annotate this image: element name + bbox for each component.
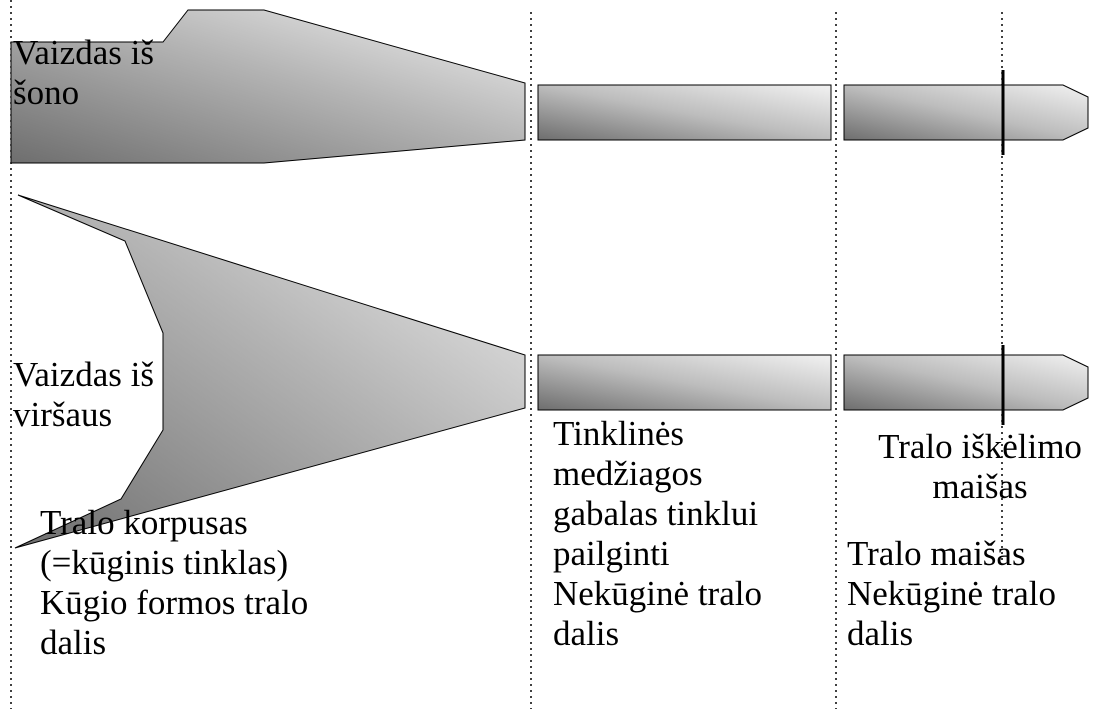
extension-piece-label-line-3: gabalas tinklui: [553, 494, 759, 533]
side-view-extension-piece: [537, 84, 832, 141]
side-view-label: Vaizdas iš šono: [13, 33, 154, 113]
trawl-body-label-line-4: dalis: [40, 623, 107, 662]
side-view-trawl-body: [10, 9, 526, 164]
top-view-label-line-1: Vaizdas iš: [13, 355, 154, 394]
lifting-bag-label-line-2: maišas: [932, 467, 1028, 506]
extension-piece-label-line-1: Tinklinės: [553, 414, 684, 453]
lifting-bag-label: Tralo iškėlimo maišas: [868, 427, 1092, 507]
codend-label: Tralo maišas Nekūginė tralo dalis: [847, 534, 1056, 654]
codend-label-line-1: Tralo maišas: [847, 534, 1026, 573]
codend-label-line-2: Nekūginė tralo: [847, 574, 1056, 613]
lifting-bag-label-line-1: Tralo iškėlimo: [878, 427, 1082, 466]
side-view-label-line-1: Vaizdas iš: [13, 33, 154, 72]
trawl-body-label-line-3: Kūgio formos tralo: [40, 583, 309, 622]
codend-label-line-3: dalis: [847, 614, 914, 653]
extension-piece-label-line-4: pailginti: [553, 534, 670, 573]
top-view-codend: [843, 354, 1089, 411]
extension-piece-label: Tinklinės medžiagos gabalas tinklui pail…: [553, 414, 762, 654]
extension-piece-label-line-6: dalis: [553, 614, 620, 653]
side-view-codend: [843, 84, 1089, 141]
extension-piece-label-line-2: medžiagos: [553, 454, 703, 493]
top-view-label: Vaizdas iš viršaus: [13, 355, 154, 435]
trawl-body-label-line-2: (=kūginis tinklas): [40, 543, 289, 582]
top-view-label-line-2: viršaus: [13, 395, 113, 434]
top-view-trawl-body: [14, 194, 526, 549]
trawl-body-label-line-1: Tralo korpusas: [40, 503, 248, 542]
side-view-label-line-2: šono: [13, 73, 80, 112]
trawl-body-label: Tralo korpusas (=kūginis tinklas) Kūgio …: [40, 503, 308, 663]
top-view-extension-piece: [537, 354, 832, 411]
extension-piece-label-line-5: Nekūginė tralo: [553, 574, 762, 613]
